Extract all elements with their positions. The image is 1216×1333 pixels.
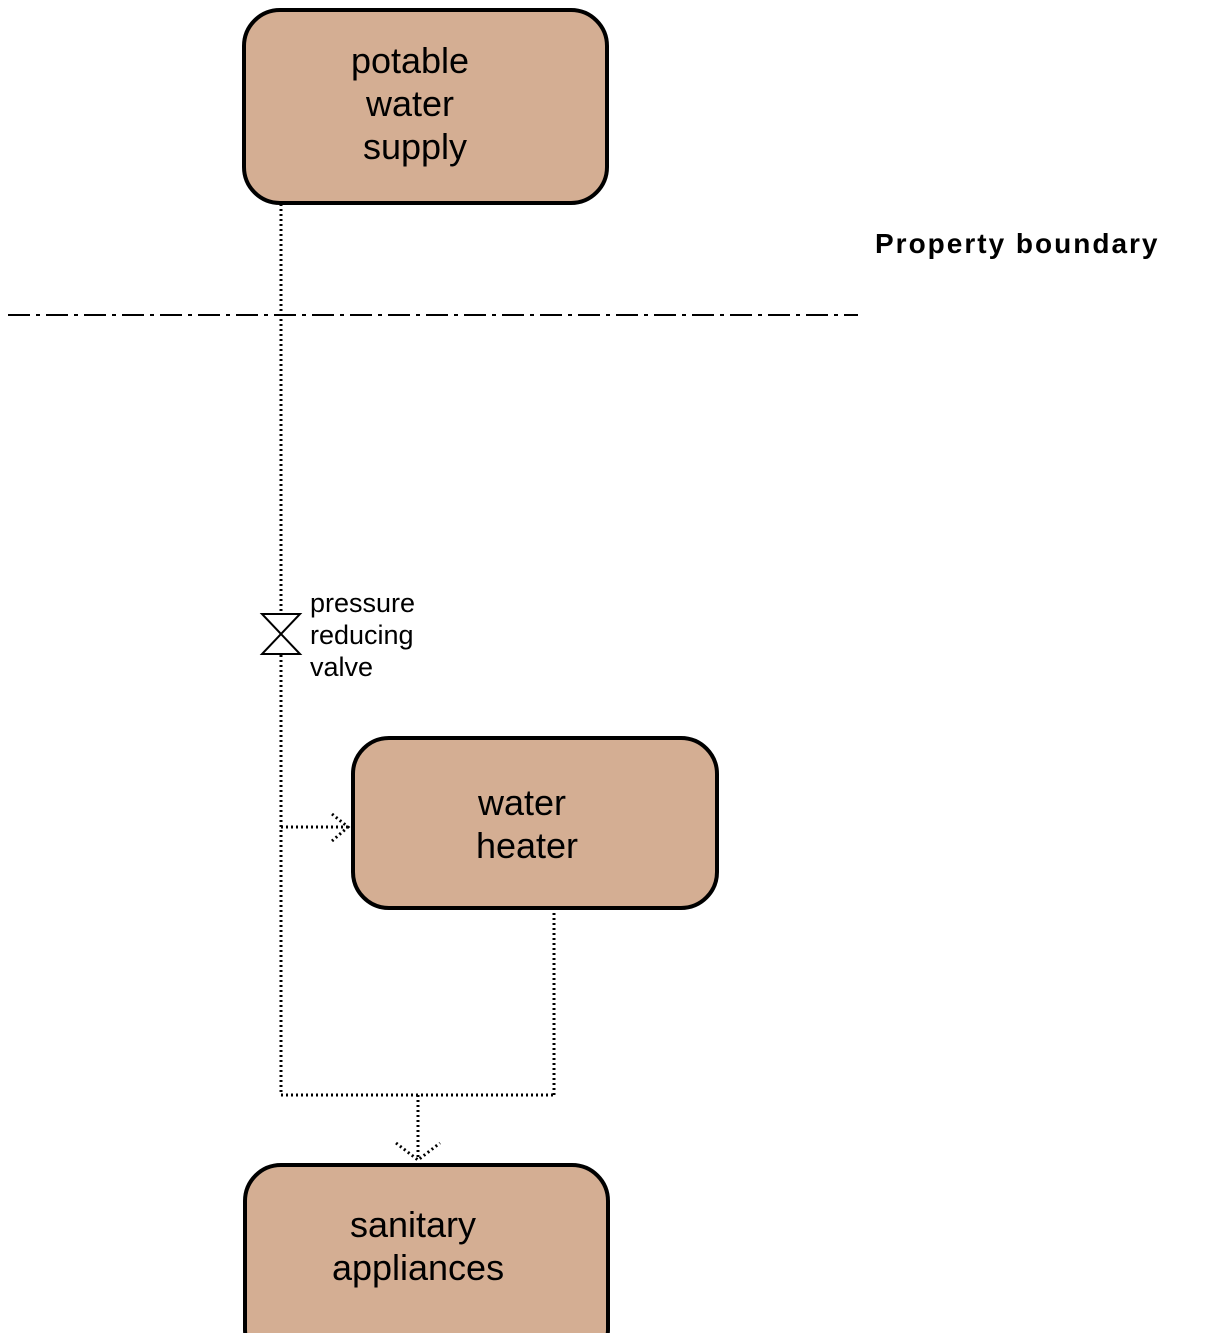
valve-label-line: reducing: [310, 620, 414, 650]
supply-label-line: water: [365, 83, 454, 124]
heater-feed-arrow-icon: [331, 812, 351, 843]
valve-label-line: valve: [310, 652, 373, 682]
appliances-label-line: appliances: [332, 1247, 504, 1288]
sanitary-appliances-box: sanitary appliances: [243, 1163, 610, 1333]
potable-water-supply-box: potable water supply: [242, 8, 609, 205]
heater-label-line: water: [477, 782, 566, 823]
heater-label-line: heater: [476, 825, 578, 866]
water-heater-box: water heater: [351, 736, 719, 910]
svg-text:sanitary appliances: sanitary appliances: [332, 1204, 504, 1288]
appliances-label-line: sanitary: [350, 1204, 476, 1245]
supply-label-line: supply: [363, 126, 467, 167]
svg-text:potable water supp: potable water supply: [351, 40, 479, 167]
supply-label-line: potable: [351, 40, 469, 81]
valve-label-line: pressure: [310, 588, 415, 618]
svg-text:water heater: water heater: [476, 782, 578, 866]
appliances-feed-arrow-icon: [395, 1141, 441, 1162]
property-boundary-label: Property boundary: [875, 228, 1160, 259]
valve-label: pressure reducing valve: [310, 588, 423, 682]
pressure-reducing-valve-icon: [259, 613, 303, 655]
